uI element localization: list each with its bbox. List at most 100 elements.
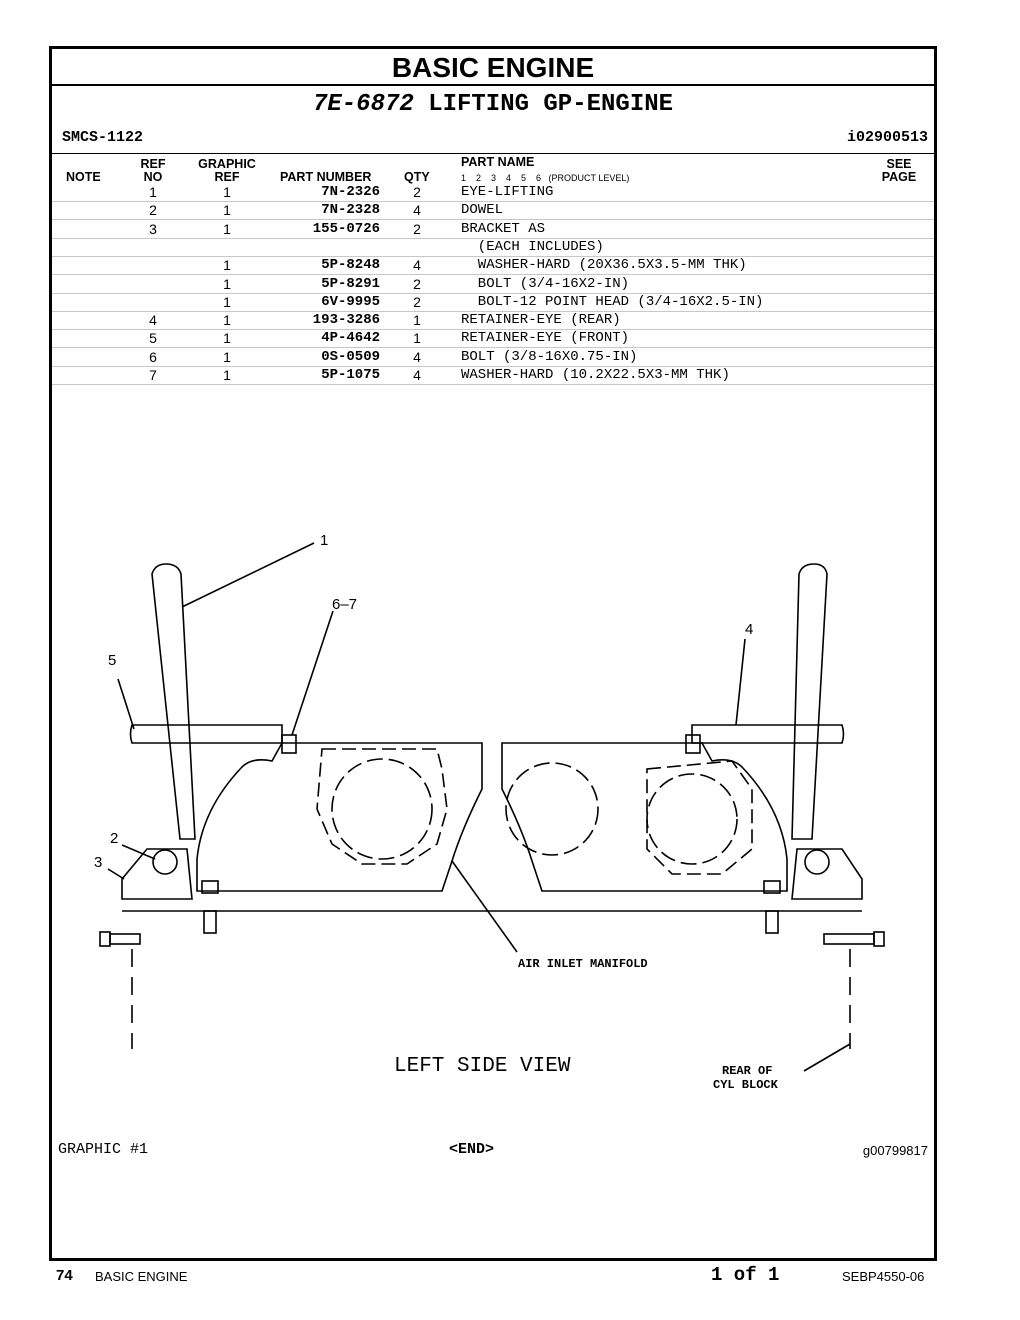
leader-4 — [735, 638, 746, 726]
left-flange — [316, 748, 448, 865]
right-washer-bolt — [685, 734, 701, 754]
label-cyl-block: CYL BLOCK — [713, 1078, 779, 1092]
graphic-ref: 1 — [223, 330, 231, 347]
doc-number: SEBP4550-06 — [842, 1269, 925, 1284]
left-bolt-b — [201, 880, 219, 894]
ref-no: 5 — [149, 330, 157, 347]
quantity: 4 — [413, 202, 421, 219]
ref-no: 2 — [149, 202, 157, 219]
part-name: (EACH INCLUDES) — [461, 238, 604, 255]
right-flange-bore — [646, 773, 738, 865]
document-ident: i02900513 — [846, 129, 928, 146]
ref-no: 1 — [149, 184, 157, 200]
left-bracket — [121, 848, 193, 900]
quantity: 2 — [413, 275, 421, 292]
part-name: RETAINER-EYE (REAR) — [461, 312, 621, 329]
quantity: 2 — [413, 293, 421, 310]
ref-no: 6 — [149, 348, 157, 365]
col-qty: QTY — [404, 170, 430, 184]
left-bolt-b-shank — [203, 910, 217, 934]
col-graphic-bottom: REF — [214, 170, 240, 184]
graphic-ref: 1 — [223, 275, 231, 292]
part-name: WASHER-HARD (10.2X22.5X3-MM THK) — [461, 367, 730, 383]
leader-manifold — [451, 860, 518, 953]
leader-6-7 — [291, 610, 334, 736]
left-port — [331, 758, 433, 860]
col-see-bottom: PAGE — [881, 170, 917, 184]
group-title: 7E-6872 LIFTING GP-ENGINE — [52, 91, 934, 118]
right-bolt-a — [873, 931, 885, 947]
graphic-ref: 1 — [223, 257, 231, 274]
right-lifting-eye — [791, 563, 828, 840]
graphic-ref: 1 — [223, 312, 231, 329]
part-number: 0S-0509 — [321, 348, 380, 365]
ref-no: 7 — [149, 367, 157, 383]
right-bracket — [791, 848, 863, 900]
part-name: BOLT-12 POINT HEAD (3/4-16X2.5-IN) — [461, 293, 764, 310]
ref-no: 4 — [149, 312, 157, 329]
quantity: 1 — [413, 312, 421, 329]
quantity: 2 — [413, 220, 421, 237]
graphic-ref: 1 — [223, 293, 231, 310]
graphic-ref: 1 — [223, 202, 231, 219]
col-graphic: GRAPHIC REF — [192, 158, 262, 184]
left-lift-bar — [129, 724, 283, 744]
graphic-ref: 1 — [223, 367, 231, 383]
quantity: 4 — [413, 257, 421, 274]
col-see-top: SEE — [886, 157, 912, 171]
callout-5: 5 — [108, 652, 116, 669]
part-number: 6V-9995 — [321, 293, 380, 310]
col-ref-bottom: NO — [143, 170, 163, 184]
col-graphic-top: GRAPHIC — [198, 157, 256, 171]
col-ref: REF NO — [133, 158, 173, 184]
right-bolt-b-shank — [765, 910, 779, 934]
col-part-number: PART NUMBER — [280, 170, 372, 184]
right-bolt-b — [763, 880, 781, 894]
part-number: 5P-8291 — [321, 275, 380, 292]
right-flange — [646, 760, 753, 875]
left-bolt-a — [99, 931, 111, 947]
callout-3: 3 — [94, 854, 102, 871]
page-number: 74 — [56, 1267, 73, 1284]
end-marker: <END> — [449, 1141, 495, 1158]
right-dowel — [804, 849, 830, 875]
leader-1 — [181, 542, 315, 608]
part-name: BOLT (3/8-16X0.75-IN) — [461, 348, 638, 365]
graphic-ref: 1 — [223, 348, 231, 365]
left-lifting-eye — [151, 563, 196, 840]
right-lift-bar — [691, 724, 845, 744]
right-port — [505, 762, 599, 856]
smcs-code: SMCS-1122 — [62, 129, 144, 146]
part-number: 155-0726 — [312, 220, 380, 237]
label-left-side-view: LEFT SIDE VIEW — [394, 1055, 571, 1078]
callout-1: 1 — [320, 532, 328, 549]
group-number: 7E-6872 — [312, 91, 414, 118]
graphic-ref: 1 — [223, 220, 231, 237]
table-row: 3 1 155-0726 2 BRACKET AS — [52, 220, 934, 239]
page-title: BASIC ENGINE — [52, 49, 934, 86]
part-number: 7N-2326 — [321, 184, 380, 200]
page-section: BASIC ENGINE — [95, 1269, 188, 1284]
leader-2 — [121, 844, 156, 860]
quantity: 4 — [413, 367, 421, 383]
ref-no: 3 — [149, 220, 157, 237]
page-frame: BASIC ENGINE 7E-6872 LIFTING GP-ENGINE S… — [49, 46, 937, 1261]
leader-5 — [117, 678, 135, 730]
header-divider — [52, 153, 934, 154]
part-name: EYE-LIFTING — [461, 184, 554, 200]
leader-3 — [107, 868, 125, 880]
left-dowel — [152, 849, 178, 875]
part-name: RETAINER-EYE (FRONT) — [461, 330, 630, 347]
col-ref-top: REF — [140, 157, 166, 171]
right-manifold — [501, 742, 788, 892]
label-air-inlet-manifold: AIR INLET MANIFOLD — [518, 957, 648, 971]
part-number: 5P-8248 — [321, 257, 380, 274]
part-number: 4P-4642 — [321, 330, 380, 347]
part-name: BRACKET AS — [461, 220, 546, 237]
left-washer-bolt — [281, 734, 297, 754]
graphic-id: g00799817 — [862, 1143, 928, 1158]
